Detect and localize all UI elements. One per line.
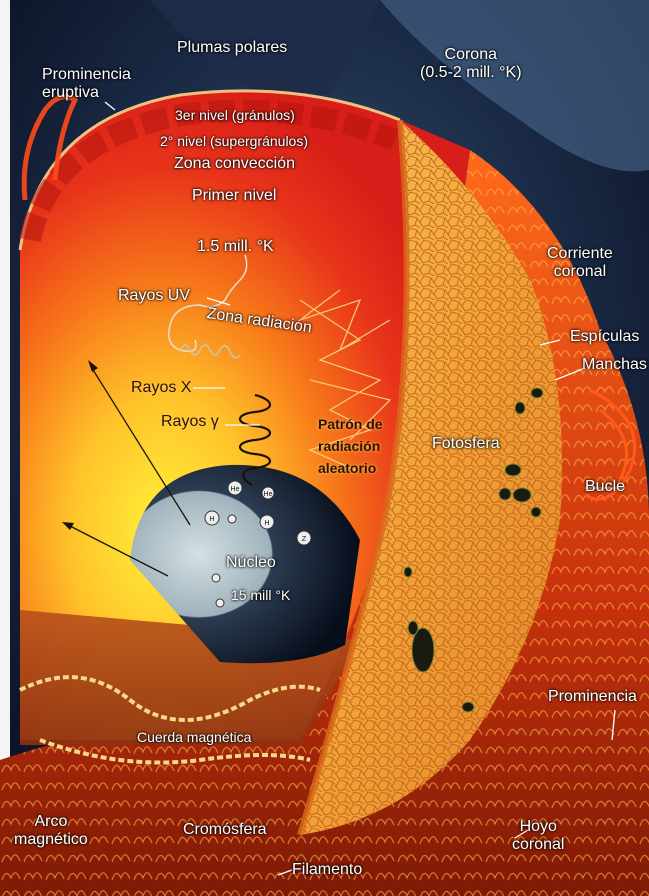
label-plumas-polares: Plumas polares xyxy=(177,39,287,57)
label-corriente-coronal: Corriente coronal xyxy=(547,245,613,281)
core-particle-label: He xyxy=(231,486,240,493)
label-zona-conveccion: Zona convección xyxy=(174,155,295,173)
core-particle-label: H xyxy=(264,520,269,527)
label-rayos-uv: Rayos UV xyxy=(118,287,190,305)
label-patron-radiacion: Patrón de radiación aleatorio xyxy=(318,413,383,479)
label-2-nivel: 2° nivel (supergránulos) xyxy=(160,132,308,150)
label-rayos-x: Rayos X xyxy=(131,379,191,397)
label-prominencia-eruptiva: Prominencia eruptiva xyxy=(42,66,131,102)
label-3er-nivel: 3er nivel (gránulos) xyxy=(175,106,295,124)
label-temp-nucleo: 15 mill °K xyxy=(231,586,290,604)
label-espiculas: Espículas xyxy=(570,328,639,346)
label-temp-15mill: 1.5 mill. °K xyxy=(197,238,274,256)
core-particle-label: He xyxy=(264,491,273,498)
label-hoyo-coronal: Hoyo coronal xyxy=(512,818,564,854)
label-nucleo: Núcleo xyxy=(226,554,276,572)
label-filamento: Filamento xyxy=(292,861,362,879)
label-rayos-gamma: Rayos γ xyxy=(161,413,219,431)
label-corona: Corona (0.5-2 mill. °K) xyxy=(420,46,522,82)
label-arco-magnetico: Arco magnético xyxy=(14,813,88,849)
core-particle-label: H xyxy=(209,516,214,523)
label-bucle: Bucle xyxy=(585,478,625,496)
label-cromosfera: Cromósfera xyxy=(183,821,267,839)
label-prominencia: Prominencia xyxy=(548,688,637,706)
core-particle-label: Z xyxy=(302,536,307,543)
label-primer-nivel: Primer nivel xyxy=(192,187,276,205)
label-cuerda-magnetica: Cuerda magnética xyxy=(137,728,251,746)
label-manchas: Manchas xyxy=(582,356,647,374)
label-fotosfera: Fotosfera xyxy=(432,435,500,453)
